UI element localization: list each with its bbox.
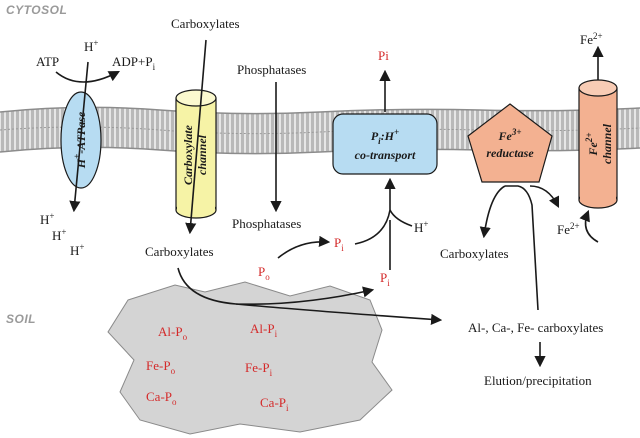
soil-pool-al-pi: Al-Pi [250, 321, 278, 339]
soil-pool-ca-po: Ca-Po [146, 389, 177, 407]
carboxylates-cytosol: Carboxylates [171, 16, 240, 31]
h-ion-out-1: H+ [40, 211, 54, 227]
elution-label: Elution/precipitation [484, 373, 592, 388]
fe-channel-label-2: channel [600, 123, 614, 164]
atp-label: ATP [36, 54, 59, 69]
fe2-cytosol: Fe2+ [580, 31, 603, 47]
organic-p-label: Po [258, 264, 270, 282]
fe2-soil: Fe2+ [557, 221, 580, 237]
h-ion-out-2: H+ [52, 227, 66, 243]
soil-pool-ca-pi: Ca-Pi [260, 395, 289, 413]
soil-pool-fe-pi: Fe-Pi [245, 360, 273, 378]
reductase-label-2: reductase [486, 146, 534, 160]
metal-carboxylates-label: Al-, Ca-, Fe- carboxylates [468, 320, 603, 335]
ferric-reductase: Fe3+ reductase [467, 103, 553, 183]
reductase-label-1: Fe3+ [498, 127, 522, 143]
carboxylates-reductase: Carboxylates [440, 246, 509, 261]
cotransport-label-1: Pi:H+ [371, 127, 399, 146]
soil-pool-al-po: Al-Po [158, 324, 188, 342]
soil-label: SOIL [6, 312, 36, 326]
adp-label: ADP+Pi [112, 54, 156, 72]
pi-cytosol: Pi [378, 48, 389, 63]
inorganic-p-low: Pi [380, 270, 390, 288]
phosphatases-soil: Phosphatases [232, 216, 301, 231]
ferrous-channel: Fe2+ channel [578, 79, 618, 209]
fe-channel-label-1: Fe2+ [584, 133, 600, 157]
inorganic-p-mid: Pi [334, 235, 344, 253]
flux-arrows [55, 39, 604, 368]
h-ion-top: H+ [84, 38, 98, 54]
h-ion-out-3: H+ [70, 242, 84, 258]
soil-pool-fe-po: Fe-Po [146, 358, 176, 376]
carboxylates-soil: Carboxylates [145, 244, 214, 259]
cotransport-label-2: co-transport [355, 148, 416, 162]
phosphatases-cytosol: Phosphatases [237, 62, 306, 77]
cytosol-label: CYTOSOL [6, 3, 67, 17]
phosphate-cotransporter: Pi:H+ co-transport [332, 113, 438, 175]
carboxylate-channel-label-1: Carboxylate [181, 124, 195, 185]
carboxylate-channel-label-2: channel [195, 134, 209, 175]
soil-particle [107, 281, 393, 435]
h-ion-coupled: H+ [414, 219, 428, 235]
